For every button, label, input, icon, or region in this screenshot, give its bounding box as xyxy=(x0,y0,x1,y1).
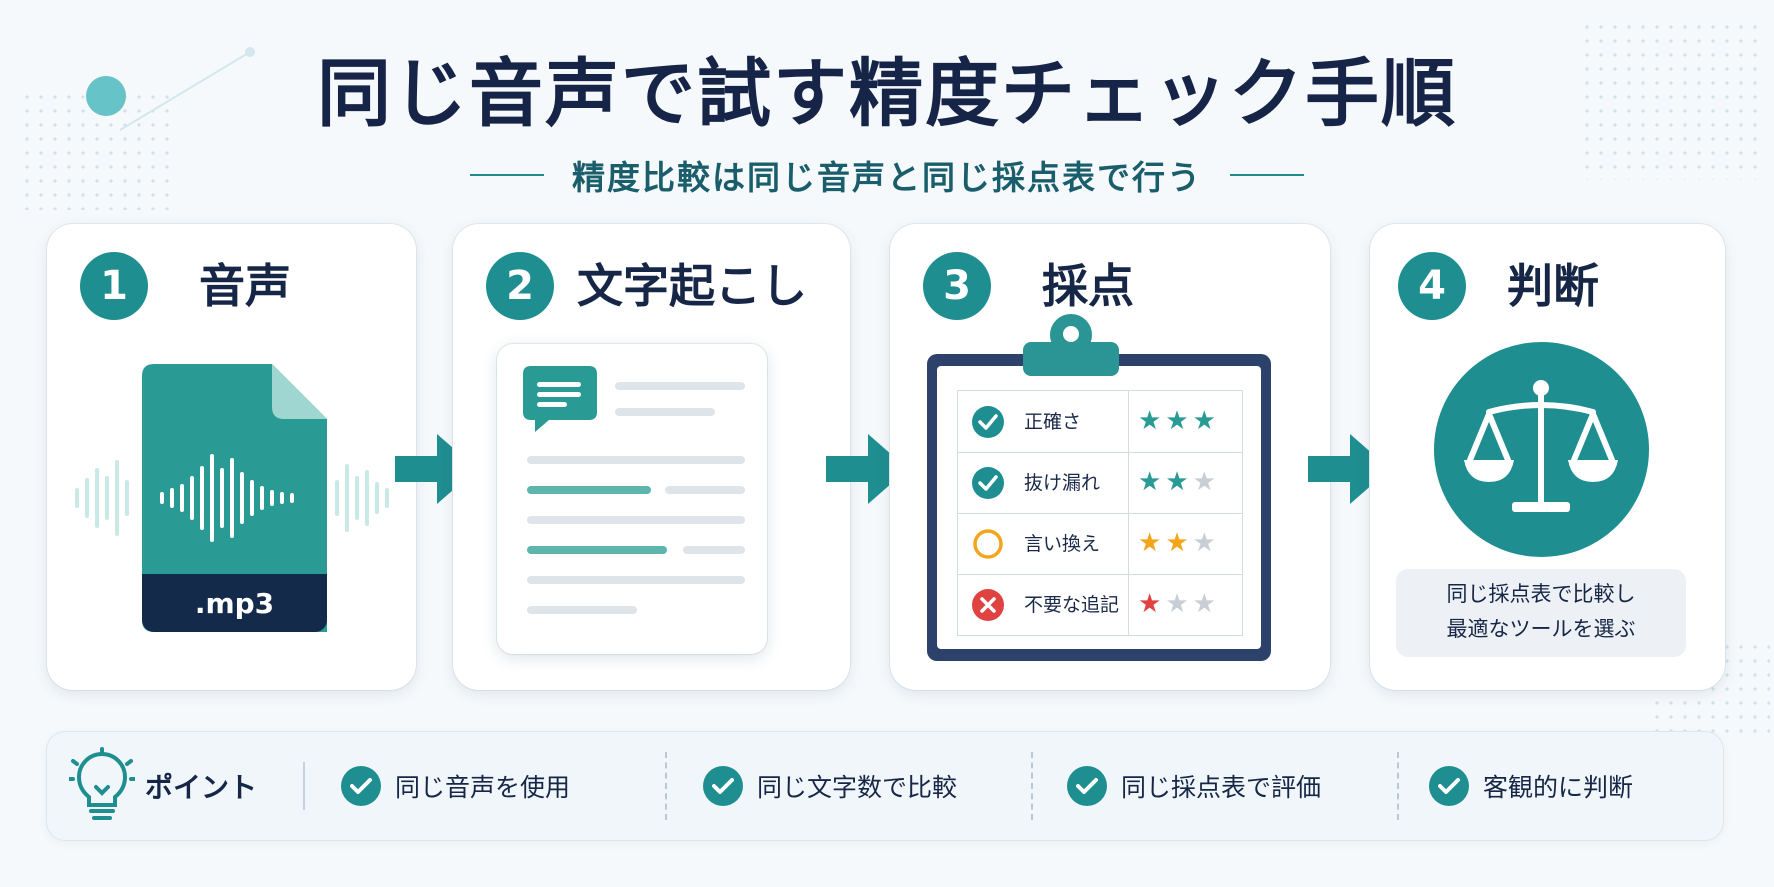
star-rating: ★★★ xyxy=(1138,466,1238,498)
balance-scale-icon xyxy=(1464,380,1618,512)
transcript-document xyxy=(497,344,767,654)
star-empty-icon: ★ xyxy=(1192,589,1216,619)
doc-line xyxy=(665,486,745,494)
step-label: 採点 xyxy=(1042,259,1134,313)
score-row: 言い換え★★★ xyxy=(958,513,1242,575)
step-card-audio: 1 音声 .mp3 xyxy=(47,224,416,690)
circle-icon xyxy=(972,528,1004,560)
step-card-transcription: 2 文字起こし xyxy=(453,224,850,690)
chat-bubble-icon xyxy=(523,366,597,432)
page-title: 同じ音声で試す精度チェック手順 xyxy=(317,51,1457,137)
point-item: 同じ文字数で比較 xyxy=(703,762,957,810)
doc-line xyxy=(615,382,745,390)
score-sheet: 正確さ★★★抜け漏れ★★★言い換え★★★不要な追記★★★ xyxy=(937,366,1261,649)
score-label: 不要な追記 xyxy=(1024,594,1120,616)
check-icon xyxy=(703,766,743,806)
point-item: 同じ採点表で評価 xyxy=(1067,762,1321,810)
arrow-right-icon xyxy=(1308,434,1390,504)
score-label: 抜け漏れ xyxy=(1024,472,1101,494)
step-number: 4 xyxy=(1398,252,1466,320)
step-number: 1 xyxy=(80,252,148,320)
score-row: 不要な追記★★★ xyxy=(958,574,1242,635)
score-label: 言い換え xyxy=(1024,533,1101,555)
subtitle: 精度比較は同じ音声と同じ採点表で行う xyxy=(572,158,1202,197)
sound-wave-icon xyxy=(75,454,389,542)
star-rating: ★★★ xyxy=(1138,588,1238,620)
star-filled-icon: ★ xyxy=(1165,528,1189,558)
score-row: 抜け漏れ★★★ xyxy=(958,452,1242,514)
star-filled-icon: ★ xyxy=(1165,406,1189,436)
points-bar: ポイント 同じ音声を使用 同じ文字数で比較 同じ採点表で評価 客観的に判断 xyxy=(47,732,1723,840)
cross-icon xyxy=(972,589,1004,621)
check-icon xyxy=(972,467,1004,499)
step-label: 音声 xyxy=(199,259,291,313)
conclusion-line-1: 同じ採点表で比較し xyxy=(1446,582,1636,606)
clipboard: 正確さ★★★抜け漏れ★★★言い換え★★★不要な追記★★★ xyxy=(927,354,1271,661)
subtitle-line-right xyxy=(1230,174,1304,176)
star-empty-icon: ★ xyxy=(1192,528,1216,558)
score-label: 正確さ xyxy=(1024,411,1082,433)
check-icon xyxy=(1067,766,1107,806)
score-row: 正確さ★★★ xyxy=(958,391,1242,453)
points-header: ポイント xyxy=(69,746,257,826)
check-icon xyxy=(341,766,381,806)
point-text: 同じ採点表で評価 xyxy=(1121,773,1322,802)
clipboard-clip-base xyxy=(1023,342,1119,376)
doc-line xyxy=(683,546,745,554)
doc-line-highlight xyxy=(527,546,667,554)
subtitle-row: 精度比較は同じ音声と同じ採点表で行う xyxy=(0,150,1774,200)
file-extension-label: .mp3 xyxy=(142,574,327,632)
point-divider xyxy=(1031,752,1033,820)
point-item: 同じ音声を使用 xyxy=(341,762,570,810)
point-divider xyxy=(665,752,667,820)
arrow-right-icon xyxy=(826,434,908,504)
audio-file-icon xyxy=(142,364,327,632)
subtitle-line-left xyxy=(470,174,544,176)
point-text: 同じ音声を使用 xyxy=(395,773,571,802)
point-divider xyxy=(1397,752,1399,820)
star-empty-icon: ★ xyxy=(1165,589,1189,619)
point-text: 客観的に判断 xyxy=(1483,773,1634,802)
star-filled-icon: ★ xyxy=(1138,528,1162,558)
doc-line xyxy=(527,516,745,524)
lightbulb-icon xyxy=(69,747,135,820)
doc-line xyxy=(527,576,745,584)
clipboard-clip-hole xyxy=(1063,326,1079,342)
score-table: 正確さ★★★抜け漏れ★★★言い換え★★★不要な追記★★★ xyxy=(957,390,1243,636)
doc-line xyxy=(527,456,745,464)
step-number: 3 xyxy=(923,252,991,320)
point-item: 客観的に判断 xyxy=(1429,762,1633,810)
star-rating: ★★★ xyxy=(1138,405,1238,437)
star-filled-icon: ★ xyxy=(1138,589,1162,619)
doc-line-highlight xyxy=(527,486,651,494)
star-empty-icon: ★ xyxy=(1192,467,1216,497)
doc-line xyxy=(527,606,637,614)
step-label: 判断 xyxy=(1507,259,1599,313)
points-separator xyxy=(303,762,305,810)
step-label: 文字起こし xyxy=(577,259,807,313)
check-icon xyxy=(1429,766,1469,806)
star-filled-icon: ★ xyxy=(1138,406,1162,436)
points-title: ポイント xyxy=(145,771,258,804)
conclusion-box: 同じ採点表で比較し 最適なツールを選ぶ xyxy=(1396,569,1686,657)
star-filled-icon: ★ xyxy=(1192,406,1216,436)
conclusion-line-2: 最適なツールを選ぶ xyxy=(1446,617,1636,641)
scale-badge xyxy=(1434,342,1649,557)
step-card-scoring: 3 採点 正確さ★★★抜け漏れ★★★言い換え★★★不要な追記★★★ xyxy=(890,224,1330,690)
step-number: 2 xyxy=(486,252,554,320)
step-card-judgement: 4 判断 同じ採点表で比較し 最適なツールを選ぶ xyxy=(1370,224,1725,690)
star-filled-icon: ★ xyxy=(1138,467,1162,497)
point-text: 同じ文字数で比較 xyxy=(757,773,958,802)
check-icon xyxy=(972,406,1004,438)
star-filled-icon: ★ xyxy=(1165,467,1189,497)
doc-line xyxy=(615,408,715,416)
star-rating: ★★★ xyxy=(1138,527,1238,559)
